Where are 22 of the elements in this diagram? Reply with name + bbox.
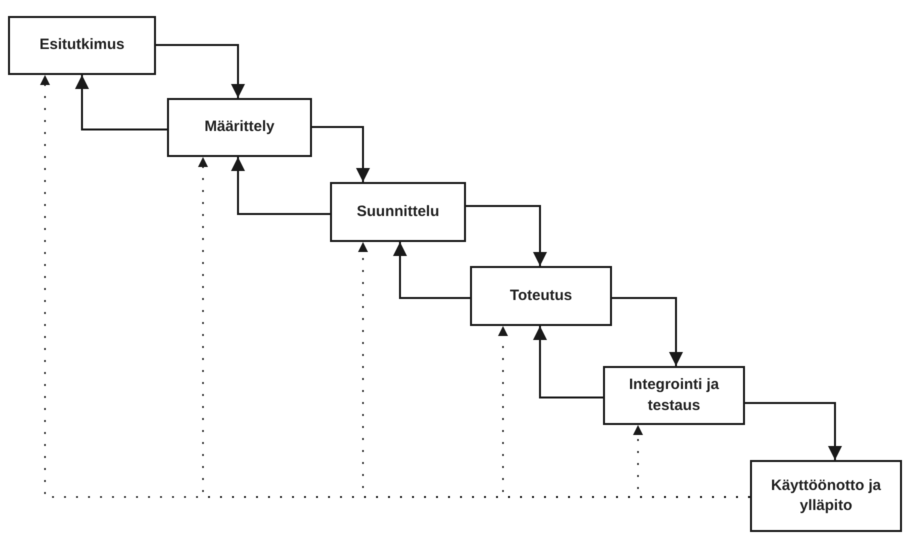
process-box bbox=[330, 182, 466, 242]
process-box bbox=[750, 460, 902, 532]
box-label: Määrittely bbox=[204, 117, 275, 138]
process-box bbox=[8, 16, 156, 75]
arrow bbox=[312, 126, 370, 182]
process-box bbox=[603, 366, 745, 425]
process-box bbox=[167, 98, 312, 157]
dotted-arrow bbox=[633, 425, 750, 498]
box-label: Toteutus bbox=[510, 286, 572, 306]
arrow bbox=[156, 44, 245, 98]
arrow bbox=[612, 297, 683, 366]
box-label: Esitutkimus bbox=[39, 35, 125, 56]
arrow bbox=[231, 157, 330, 215]
arrow bbox=[75, 75, 167, 130]
box-label: Integrointi ja testaus bbox=[628, 375, 720, 416]
arrow bbox=[466, 205, 547, 266]
box-label: Suunnittelu bbox=[356, 202, 440, 222]
arrow bbox=[745, 402, 842, 460]
process-box bbox=[470, 266, 612, 326]
arrow bbox=[393, 242, 470, 299]
arrow bbox=[533, 326, 603, 398]
box-label: Käyttöönotto ja ylläpito bbox=[770, 476, 882, 516]
